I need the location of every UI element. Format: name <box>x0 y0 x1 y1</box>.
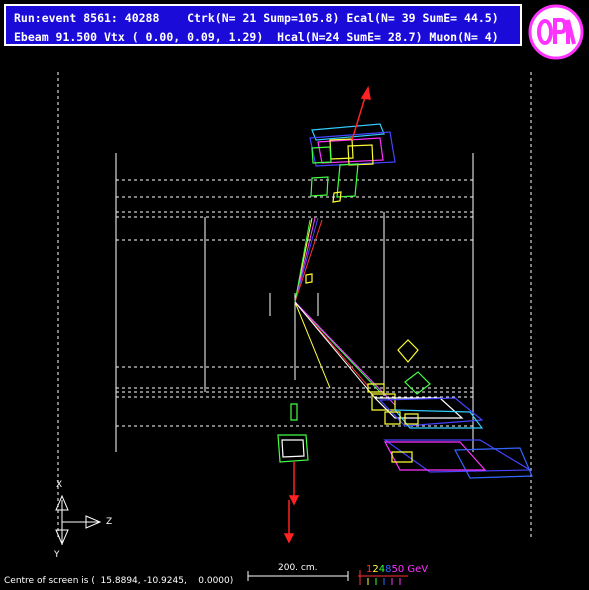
opal-logo <box>528 4 584 60</box>
upper-calorimeter-cluster <box>305 123 396 284</box>
energy-legend-item: 2 <box>372 564 379 575</box>
event-info-header: Run:event 8561: 40288 Ctrk(N= 21 Sump=10… <box>4 4 522 46</box>
x-axis-label: X <box>56 480 63 490</box>
lower-calorimeter-cluster <box>367 339 533 479</box>
z-axis-label: Z <box>106 517 113 527</box>
lower-green-cluster <box>277 403 309 463</box>
tracks <box>294 217 396 406</box>
axes-indicator <box>55 494 102 546</box>
event-info-line-2: Ebeam 91.500 Vtx ( 0.00, 0.09, 1.29) Hca… <box>14 30 499 44</box>
energy-legend-item: 50 GeV <box>391 564 429 575</box>
energy-legend: 124850 GeV <box>366 564 428 575</box>
event-info-line-1: Run:event 8561: 40288 Ctrk(N= 21 Sump=10… <box>14 11 499 25</box>
scale-label: 200. cm. <box>278 563 318 573</box>
muon-arrow-down <box>283 462 300 544</box>
scale-bar <box>247 571 349 581</box>
muon-arrow-up <box>351 85 371 141</box>
energy-scale-ticks <box>358 570 408 585</box>
y-axis-label: Y <box>54 550 60 560</box>
energy-legend-item: 1 <box>366 564 373 575</box>
centre-of-screen-text: Centre of screen is ( 15.8894, -10.9245,… <box>4 576 234 586</box>
inner-detector-frame <box>115 153 474 452</box>
energy-legend-item: 4 <box>378 564 386 575</box>
energy-legend-item: 8 <box>385 564 392 575</box>
outer-detector-boundary <box>57 72 532 540</box>
